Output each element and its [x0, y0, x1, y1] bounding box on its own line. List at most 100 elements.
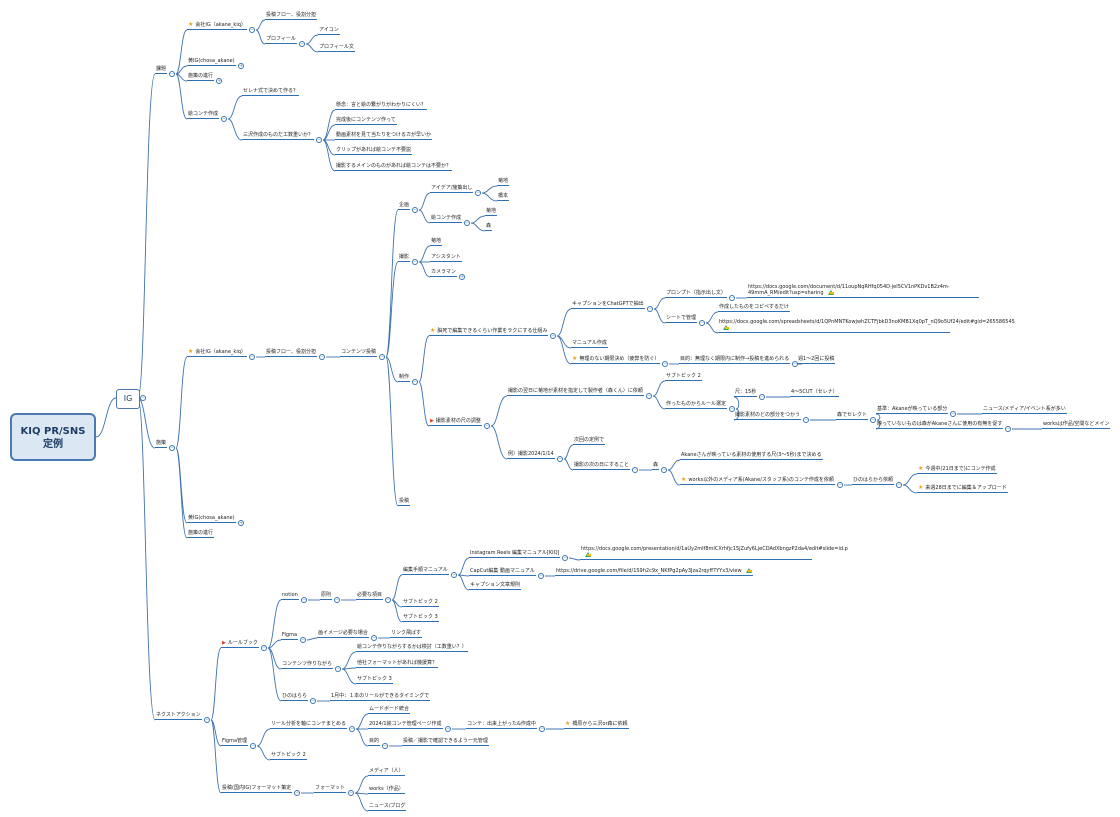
- node-cut[interactable]: 4〜5CUT（セレナ）: [790, 389, 839, 397]
- collapse-toggle-icon[interactable]: −: [646, 393, 653, 400]
- node-sozai[interactable]: ▶撮影素材の尺の調整: [429, 418, 482, 426]
- node-prompt[interactable]: プロンプト（指示出し文）: [665, 290, 727, 298]
- collapse-toggle-icon[interactable]: −: [539, 726, 546, 733]
- node-utsut[interactable]: 映っていないものは森がAkaneさんに使用の有無を促す: [876, 421, 1004, 429]
- node-k1a[interactable]: 投稿フロー、役割分担: [265, 12, 317, 20]
- collapse-toggle-icon[interactable]: −: [699, 320, 706, 327]
- collapse-toggle-icon[interactable]: −: [385, 597, 392, 604]
- node-k4b[interactable]: 三沢作成のものだ工数重いか？: [242, 132, 315, 140]
- expand-toggle-icon[interactable]: +: [459, 274, 466, 281]
- node-ekon1[interactable]: 菊地: [485, 208, 498, 216]
- node-konte[interactable]: コンテ：出来上がった&作成中: [466, 721, 537, 729]
- collapse-toggle-icon[interactable]: −: [310, 698, 317, 705]
- node-hina[interactable]: ひのはらから依頼: [852, 477, 895, 485]
- node-link[interactable]: リンク飛ばす: [390, 630, 423, 638]
- node-sheet_url[interactable]: https://docs.google.com/spreadsheets/d/1…: [718, 319, 1015, 333]
- node-capcut[interactable]: CapCut編集 動画マニュアル: [469, 568, 536, 576]
- node-raishu[interactable]: ★来週28日までに編集＆アップロード: [917, 485, 1008, 493]
- collapse-toggle-icon[interactable]: −: [562, 555, 569, 562]
- node-shaku[interactable]: 尺：15秒: [734, 389, 758, 397]
- node-capcut_url[interactable]: https://drive.google.com/file/d/1S9h2c9x…: [555, 568, 753, 576]
- node-k1b2[interactable]: プロフィール文: [318, 44, 355, 52]
- node-f2[interactable]: works（作品）: [368, 786, 405, 794]
- node-satsu[interactable]: 撮影: [398, 254, 411, 262]
- collapse-toggle-icon[interactable]: −: [349, 726, 356, 733]
- node-works2[interactable]: ★works以外のメディア系(Akane/スタッフ系)のコンテ作成を依頼: [680, 477, 835, 485]
- collapse-toggle-icon[interactable]: −: [249, 354, 256, 361]
- node-sz1[interactable]: 撮影の翌日に菊地が素材を指定して製作者（森くん）に依頼: [507, 388, 644, 396]
- collapse-toggle-icon[interactable]: −: [169, 445, 176, 452]
- collapse-toggle-icon[interactable]: −: [294, 790, 301, 797]
- node-hitsuyo[interactable]: 必要な項目: [356, 592, 384, 600]
- node-gensoku[interactable]: 原則: [320, 592, 333, 600]
- collapse-toggle-icon[interactable]: −: [299, 41, 306, 48]
- node-nou[interactable]: ★脳死で編集できるくらい作業をラクにする仕組み: [429, 328, 549, 336]
- node-next[interactable]: ネクストアクション: [155, 712, 202, 720]
- collapse-toggle-icon[interactable]: −: [334, 597, 341, 604]
- collapse-toggle-icon[interactable]: −: [250, 743, 257, 750]
- collapse-toggle-icon[interactable]: −: [382, 743, 389, 750]
- node-hensyu[interactable]: 編集手順マニュアル: [402, 567, 449, 575]
- node-s3[interactable]: 施策の進行: [187, 530, 215, 538]
- collapse-toggle-icon[interactable]: −: [445, 726, 452, 733]
- node-figmakanri[interactable]: Figma管理: [221, 738, 249, 746]
- expand-toggle-icon[interactable]: +: [216, 78, 223, 85]
- node-k4b2[interactable]: 完成後にコンテンツ作って: [335, 117, 397, 125]
- collapse-toggle-icon[interactable]: −: [412, 379, 419, 386]
- node-sz1b[interactable]: 作ったものからルール選定: [665, 401, 728, 409]
- node-s1b[interactable]: コンテンツ投稿: [340, 349, 378, 357]
- node-kijun[interactable]: 基準：Akaneが映っている部分: [876, 406, 949, 414]
- collapse-toggle-icon[interactable]: −: [550, 333, 557, 340]
- node-rei[interactable]: 例）撮影2024/1/14: [507, 451, 555, 459]
- collapse-toggle-icon[interactable]: −: [140, 395, 147, 402]
- node-rule[interactable]: ▶ルールブック: [221, 640, 259, 648]
- collapse-toggle-icon[interactable]: −: [371, 635, 378, 642]
- node-cap[interactable]: キャプションをChatGPTで抽出: [571, 301, 645, 309]
- collapse-toggle-icon[interactable]: −: [661, 467, 668, 474]
- branch-ig[interactable]: IG: [116, 389, 140, 409]
- node-ekon[interactable]: 絵コンテ作成: [430, 215, 463, 223]
- collapse-toggle-icon[interactable]: −: [221, 116, 228, 123]
- collapse-toggle-icon[interactable]: −: [335, 666, 342, 673]
- node-kadai[interactable]: 課題: [155, 66, 168, 74]
- node-works[interactable]: worksは作品/空間などメイン: [1042, 421, 1111, 429]
- node-satsu2[interactable]: アシスタント: [430, 254, 462, 262]
- node-sub3[interactable]: サブトピック 3: [402, 614, 439, 622]
- node-satsu1[interactable]: 菊地: [430, 238, 443, 246]
- collapse-toggle-icon[interactable]: −: [950, 411, 957, 418]
- expand-toggle-icon[interactable]: +: [238, 63, 245, 70]
- node-k4b4[interactable]: クリップがあれば絵コンテ不要説: [335, 147, 413, 155]
- node-y2024[interactable]: 2024/1絵コンテ管理ページ作成: [368, 721, 443, 729]
- node-figma[interactable]: Figma: [281, 632, 299, 640]
- node-shisaku[interactable]: 施策: [155, 440, 168, 448]
- collapse-toggle-icon[interactable]: −: [729, 295, 736, 302]
- node-k1[interactable]: ★会社IG（akane_kiq）: [187, 22, 247, 30]
- collapse-toggle-icon[interactable]: −: [204, 717, 211, 724]
- collapse-toggle-icon[interactable]: −: [662, 361, 669, 368]
- node-k3[interactable]: 施策の進行: [187, 73, 215, 81]
- collapse-toggle-icon[interactable]: −: [316, 137, 323, 144]
- node-sheet[interactable]: シートで管理: [665, 315, 698, 323]
- node-hinohara[interactable]: ひのはらら: [281, 693, 309, 701]
- collapse-toggle-icon[interactable]: −: [1005, 426, 1012, 433]
- node-hino1[interactable]: 1月中：１本のリールができるタイミングで: [330, 693, 431, 701]
- collapse-toggle-icon[interactable]: −: [464, 220, 471, 227]
- node-ig_reels_url[interactable]: https://docs.google.com/presentation/d/1…: [580, 546, 848, 560]
- node-muri2[interactable]: 週1〜2回に投稿: [797, 356, 836, 364]
- node-k4b3[interactable]: 動画素材を見て当たりをつけるカが早いか: [335, 132, 433, 140]
- node-k4[interactable]: 絵コンテ作成: [187, 111, 220, 119]
- collapse-toggle-icon[interactable]: −: [792, 361, 799, 368]
- collapse-toggle-icon[interactable]: −: [475, 190, 482, 197]
- node-contents[interactable]: コンテンツ作りながら: [281, 661, 334, 669]
- node-news[interactable]: ニュース/メディア/イベント系が多い: [982, 406, 1067, 414]
- node-caption[interactable]: キャプション文章規則: [469, 582, 522, 590]
- node-mokuteki1[interactable]: 投稿／撮影で確認できるよう一元管理: [402, 738, 489, 746]
- node-hashimoto[interactable]: ★橋原から三沢or森に依頼: [564, 721, 629, 729]
- node-k4b5[interactable]: 撮影するメインのものがあれば絵コンテは不要か？: [335, 163, 453, 171]
- collapse-toggle-icon[interactable]: −: [484, 423, 491, 430]
- node-kikaku[interactable]: 企画: [398, 202, 411, 210]
- node-muri1[interactable]: 目的：無理なく期限内に制作→投稿を進められる: [679, 356, 791, 364]
- node-s1a[interactable]: 投稿フロー、役割分担: [265, 349, 317, 357]
- collapse-toggle-icon[interactable]: −: [451, 572, 458, 579]
- node-konshu[interactable]: ★今週中(21日まで)にコンテ作成: [917, 466, 997, 474]
